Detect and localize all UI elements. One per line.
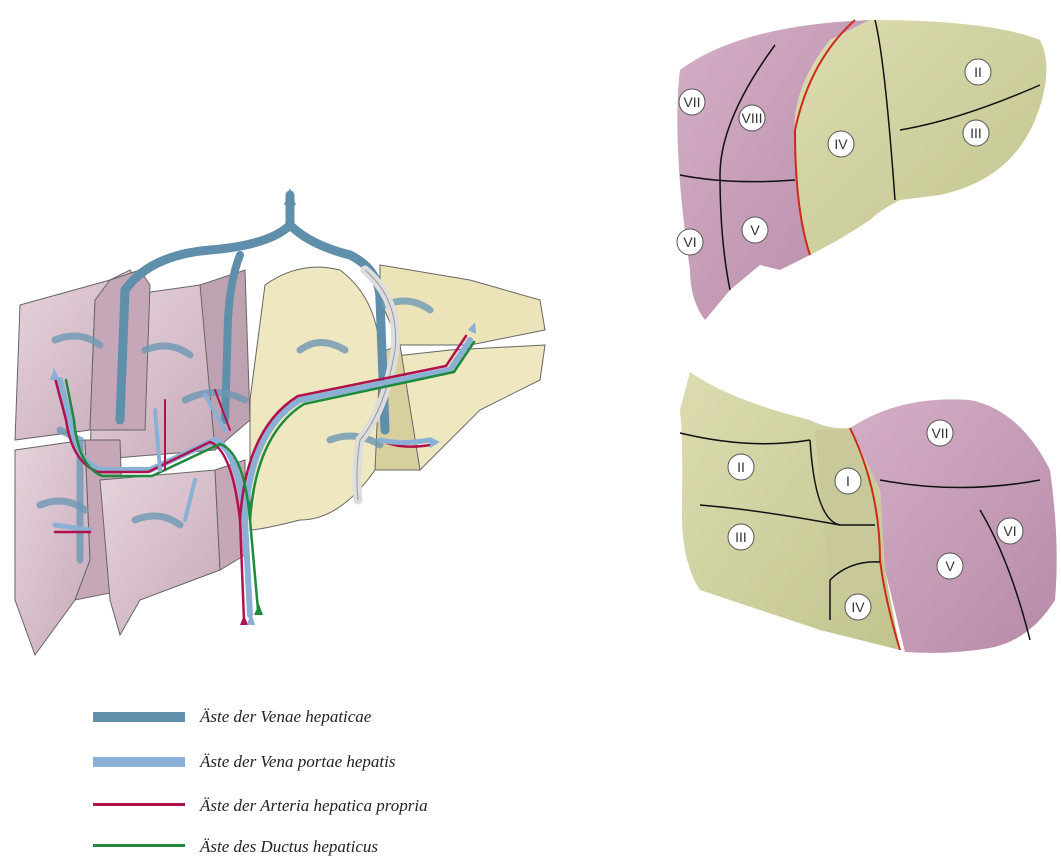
- legend-item-venae-hepaticae: Äste der Venae hepaticae: [93, 707, 372, 726]
- legend-swatch-venae-hepaticae: [93, 712, 185, 722]
- legend-swatch-vena-portae: [93, 757, 185, 767]
- legend-swatch-ductus-hepaticus: [93, 844, 185, 847]
- legend-item-ductus-hepaticus: Äste des Ductus hepaticus: [93, 837, 378, 856]
- svg-text:III: III: [735, 529, 747, 545]
- segment-label-vi-bottom: VI: [997, 518, 1023, 544]
- segment-label-iv-top: IV: [828, 131, 854, 157]
- svg-text:I: I: [846, 473, 850, 489]
- svg-text:VIII: VIII: [741, 110, 762, 126]
- segment-label-iv-bottom: IV: [845, 594, 871, 620]
- segment-label-v-top: V: [742, 217, 768, 243]
- legend: Äste der Venae hepaticae Äste der Vena p…: [93, 707, 428, 856]
- segment-label-i-bottom: I: [835, 468, 861, 494]
- svg-text:V: V: [945, 558, 955, 574]
- segment-label-vii-top: VII: [679, 89, 705, 115]
- segment-label-iii-bottom: III: [728, 524, 754, 550]
- svg-text:VI: VI: [683, 234, 696, 250]
- block-pink-v: [100, 470, 220, 635]
- svg-text:III: III: [970, 125, 982, 141]
- block-yellow-upper: [380, 265, 545, 345]
- liver-visceral-view: II III I IV VII VI V: [680, 372, 1057, 653]
- svg-text:II: II: [737, 459, 745, 475]
- legend-label-arteria-hepatica: Äste der Arteria hepatica propria: [199, 796, 428, 815]
- segment-label-iii-top: III: [963, 120, 989, 146]
- liver-anterior-view: VII VIII IV II III VI V: [677, 20, 1046, 320]
- segment-label-v-bottom: V: [937, 553, 963, 579]
- segment-label-vii-bottom: VII: [927, 420, 953, 446]
- svg-text:V: V: [750, 222, 760, 238]
- svg-text:II: II: [974, 64, 982, 80]
- legend-item-vena-portae: Äste der Vena portae hepatis: [93, 752, 396, 771]
- svg-text:IV: IV: [851, 599, 865, 615]
- segment-blocks-diagram: [15, 188, 545, 655]
- segment-label-ii-bottom: II: [728, 454, 754, 480]
- svg-text:VII: VII: [931, 425, 948, 441]
- legend-label-venae-hepaticae: Äste der Venae hepaticae: [199, 707, 372, 726]
- svg-text:VII: VII: [683, 94, 700, 110]
- segment-label-viii-top: VIII: [739, 105, 765, 131]
- legend-item-arteria-hepatica: Äste der Arteria hepatica propria: [93, 796, 428, 815]
- legend-label-ductus-hepaticus: Äste des Ductus hepaticus: [199, 837, 378, 856]
- legend-label-vena-portae: Äste der Vena portae hepatis: [199, 752, 396, 771]
- legend-swatch-arteria-hepatica: [93, 803, 185, 806]
- segment-label-vi-top: VI: [677, 229, 703, 255]
- segment-label-ii-top: II: [965, 59, 991, 85]
- svg-text:VI: VI: [1003, 523, 1016, 539]
- svg-text:IV: IV: [834, 136, 848, 152]
